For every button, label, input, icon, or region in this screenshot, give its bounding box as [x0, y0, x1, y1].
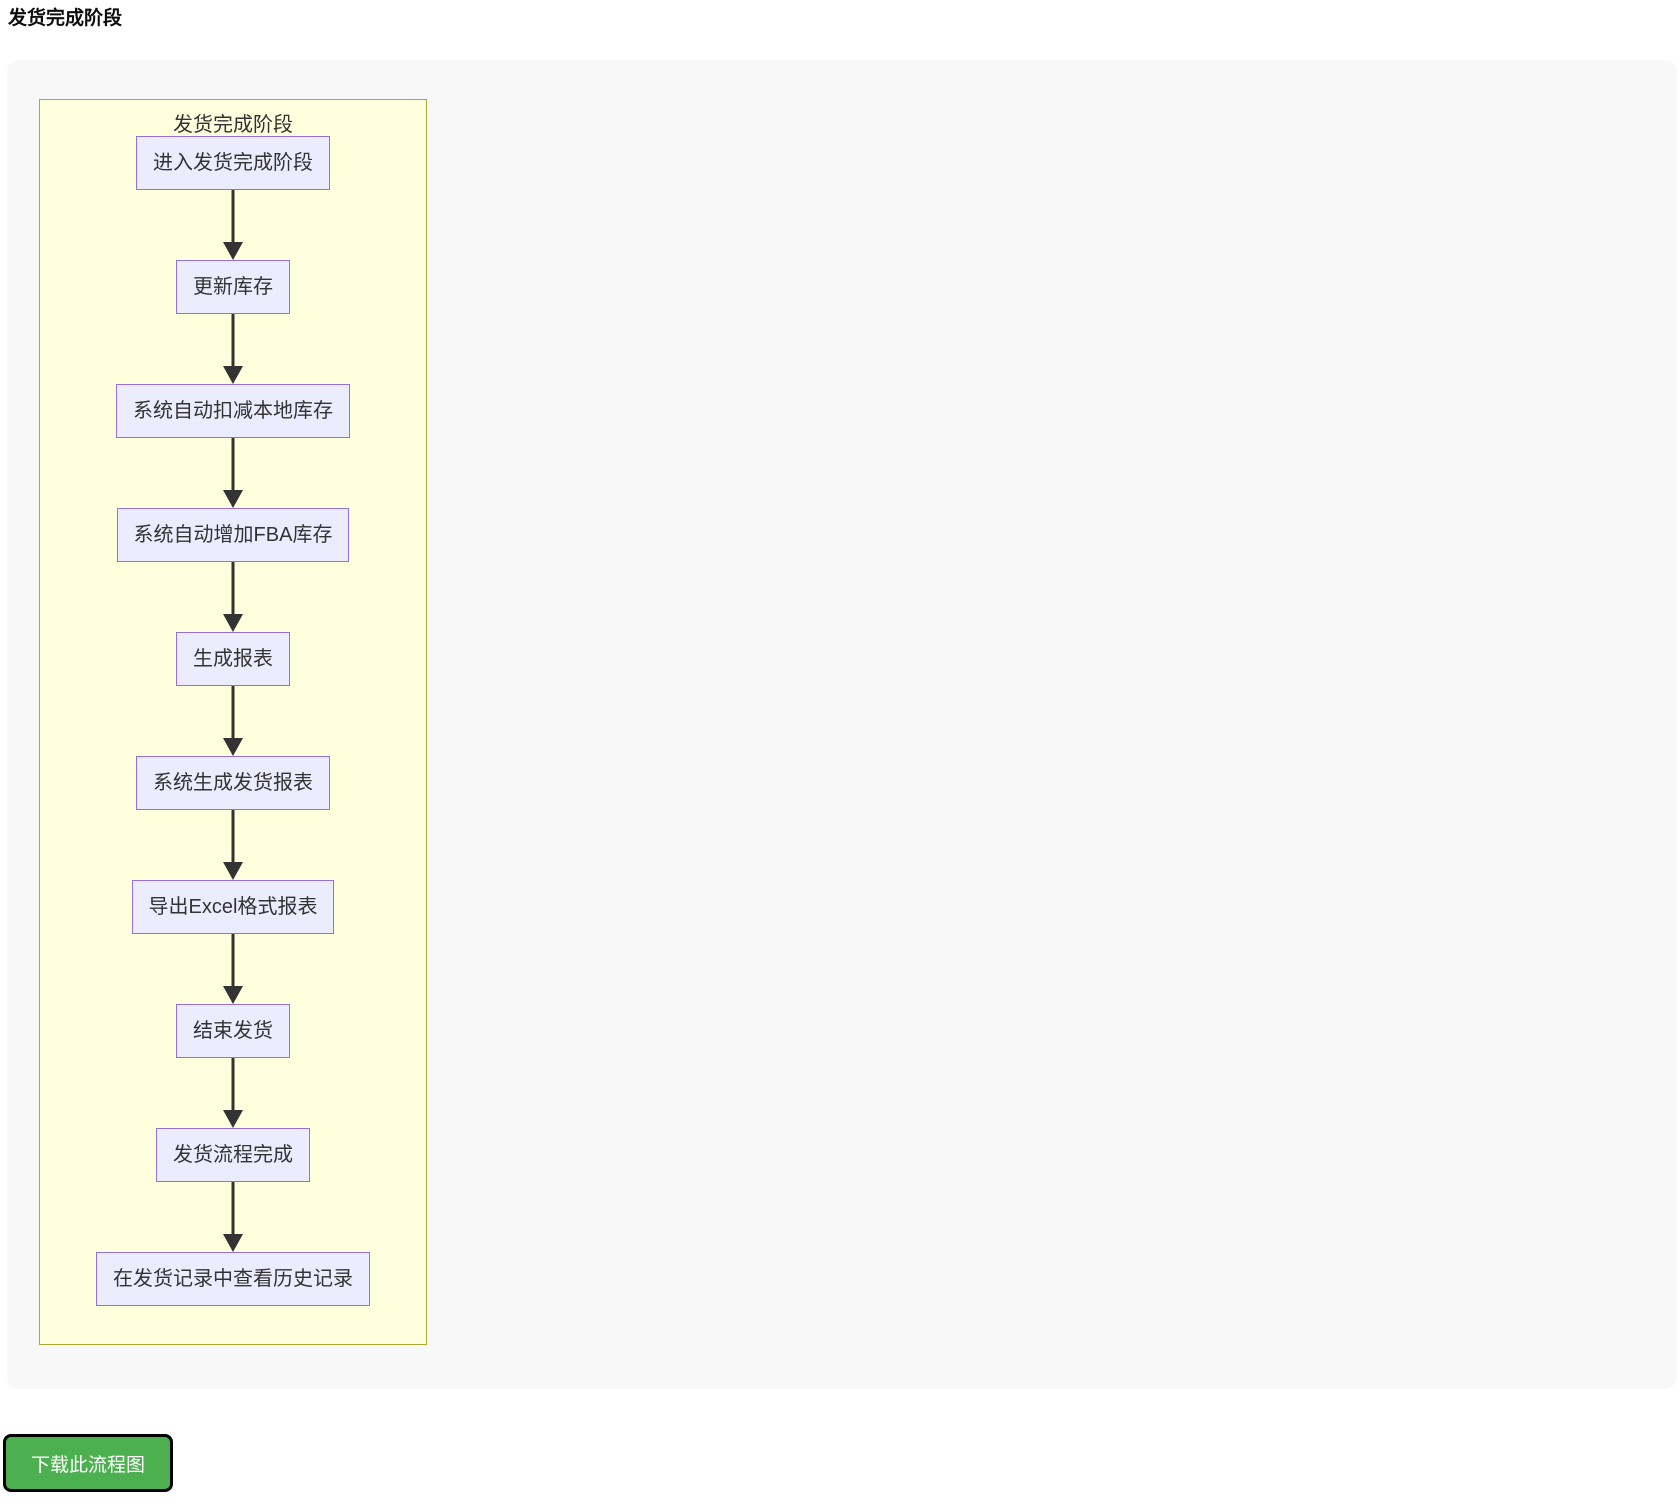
arrow-down-icon [221, 562, 245, 632]
arrow-down-icon [221, 438, 245, 508]
flow-node-shipping-process-complete: 发货流程完成 [156, 1128, 310, 1182]
flow-node-deduct-local-inventory: 系统自动扣减本地库存 [116, 384, 350, 438]
download-flowchart-button[interactable]: 下载此流程图 [3, 1434, 173, 1492]
flow-node-enter-stage: 进入发货完成阶段 [136, 136, 330, 190]
arrow-down-icon [221, 810, 245, 880]
arrow-down-icon [221, 1058, 245, 1128]
flow-node-view-history-records: 在发货记录中查看历史记录 [96, 1252, 370, 1306]
flow-node-generate-report: 生成报表 [176, 632, 290, 686]
flow-node-export-excel-report: 导出Excel格式报表 [131, 880, 335, 934]
cluster-title: 发货完成阶段 [173, 114, 293, 136]
arrow-down-icon [221, 190, 245, 260]
flowchart-column: 进入发货完成阶段 更新库存 系统自动扣减本地库存 系统自动增加FBA库存 生成报… [40, 136, 426, 1306]
flow-node-increase-fba-inventory: 系统自动增加FBA库存 [116, 508, 350, 562]
flowchart-cluster: 发货完成阶段 进入发货完成阶段 更新库存 系统自动扣减本地库存 系统自动增加FB… [39, 99, 427, 1345]
arrow-down-icon [221, 686, 245, 756]
flow-node-end-shipping: 结束发货 [176, 1004, 290, 1058]
flow-node-update-inventory: 更新库存 [176, 260, 290, 314]
diagram-panel: 发货完成阶段 进入发货完成阶段 更新库存 系统自动扣减本地库存 系统自动增加FB… [7, 60, 1677, 1389]
arrow-down-icon [221, 934, 245, 1004]
arrow-down-icon [221, 314, 245, 384]
flow-node-system-generate-shipping-report: 系统生成发货报表 [136, 756, 330, 810]
page-title: 发货完成阶段 [8, 8, 123, 29]
arrow-down-icon [221, 1182, 245, 1252]
